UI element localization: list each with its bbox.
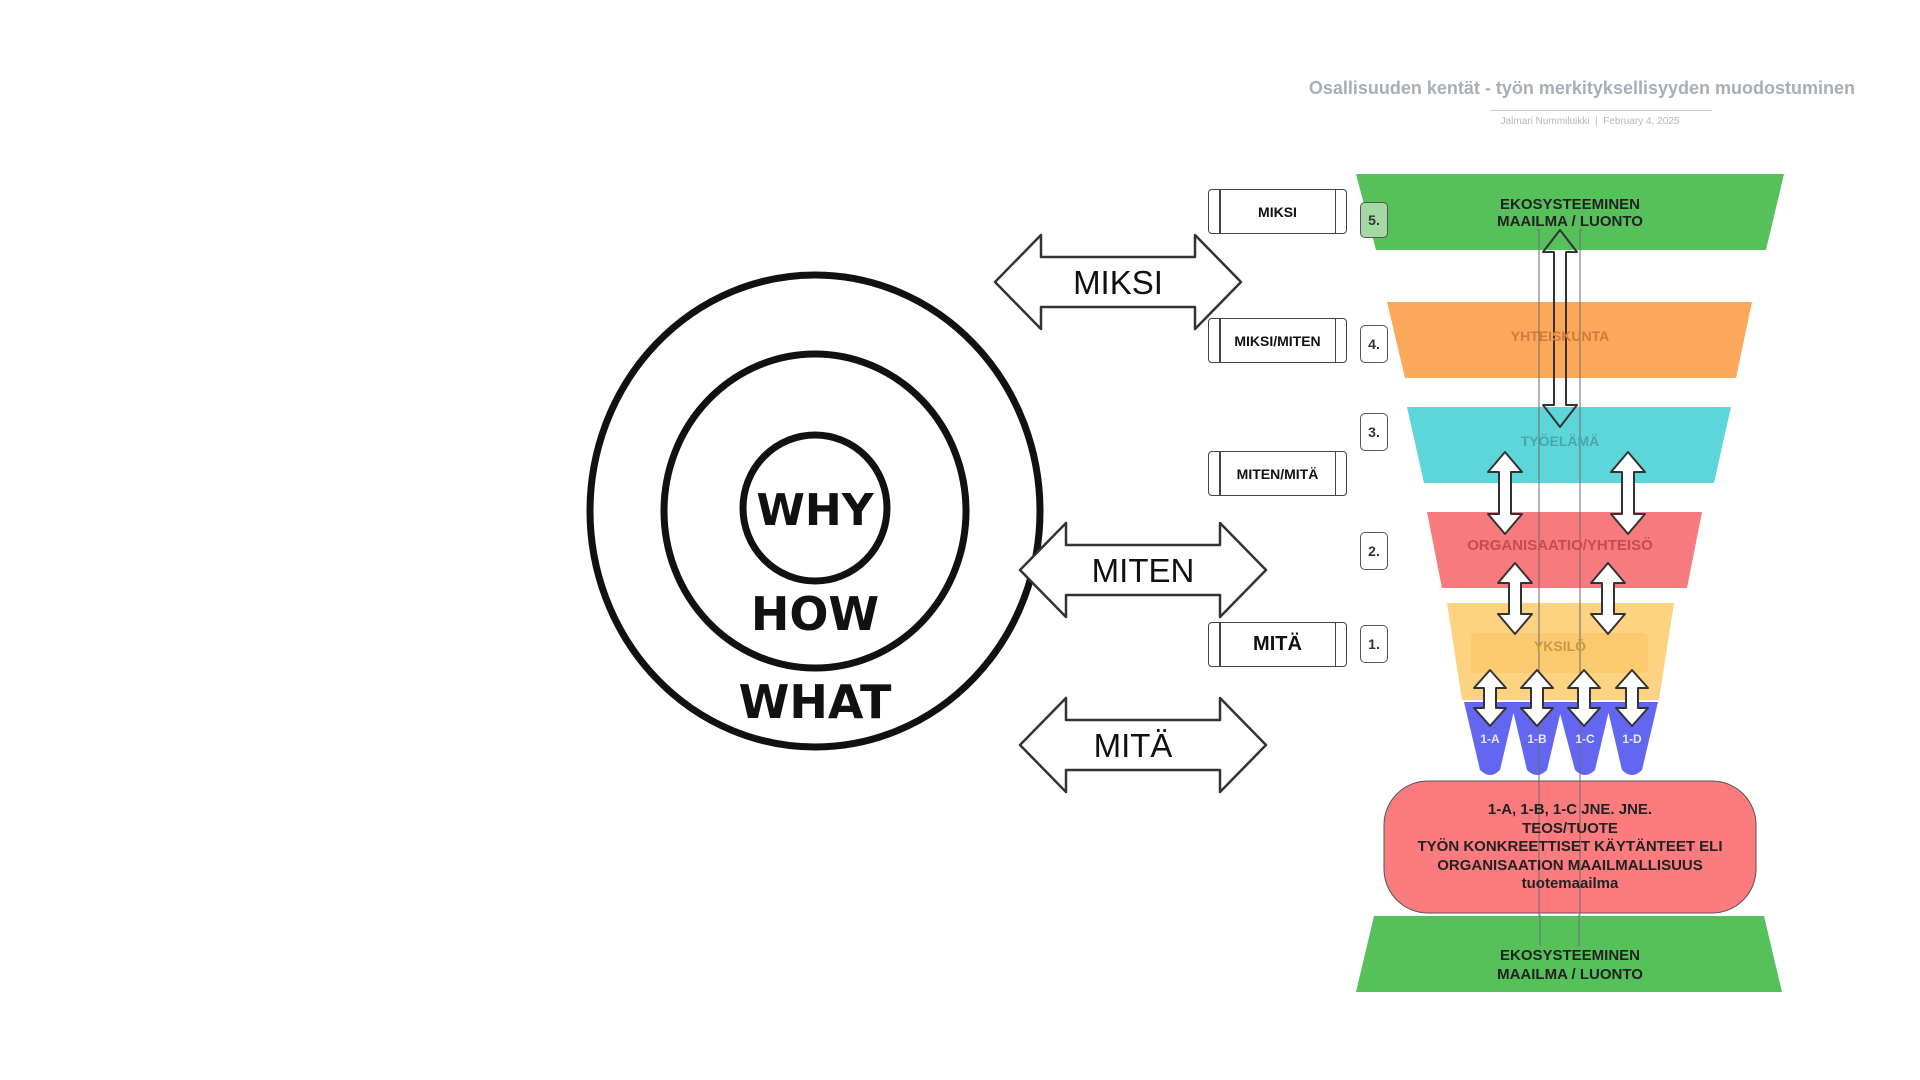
miksi-arrow-label: MIKSI — [1073, 264, 1163, 301]
miten-double-arrow — [1018, 521, 1268, 619]
how-label: HOW — [751, 587, 879, 641]
small-double-arrow-7 — [1567, 669, 1601, 727]
product-line-3: TYÖN KONKREETTISET KÄYTÄNTEET ELI — [1417, 838, 1723, 856]
individual-label: YKSILÖ — [1533, 638, 1587, 654]
inner-circle — [739, 431, 891, 585]
cone-label-1c: 1-C — [1575, 732, 1595, 746]
miten-arrow-label: MITEN — [1092, 552, 1195, 589]
cone-label-1b: 1-B — [1527, 732, 1547, 746]
document-date: February 4, 2025 — [1603, 116, 1680, 127]
author-name: Jalmari Nummiluikki — [1500, 116, 1590, 127]
small-double-arrow-2 — [1610, 451, 1646, 535]
small-double-arrow-8 — [1615, 669, 1649, 727]
cone-1b — [1511, 702, 1563, 775]
ecosystem-bottom-layer — [1356, 916, 1782, 992]
product-line-4: ORGANISAATION MAAILMALLISUUS — [1437, 856, 1703, 874]
cone-1a — [1464, 702, 1516, 775]
organisation-layer — [1427, 512, 1702, 588]
cone-label-1d: 1-D — [1622, 732, 1642, 746]
individual-highlight — [1471, 633, 1648, 673]
society-label: YHTEISKUNTA — [1510, 328, 1610, 344]
society-layer — [1387, 302, 1752, 378]
level-tag-4: 4. — [1360, 325, 1388, 363]
level-tag-1: 1. — [1360, 625, 1388, 663]
page-title: Osallisuuden kentät - työn merkitykselli… — [1308, 78, 1855, 98]
miksi-double-arrow — [993, 233, 1243, 331]
small-double-arrow-1 — [1487, 451, 1523, 535]
product-line-1: 1-A, 1-B, 1-C JNE. JNE. — [1487, 801, 1653, 819]
organisation-label: ORGANISAATIO/YHTEISÖ — [1467, 536, 1653, 554]
connector-line-left — [1537, 229, 1541, 946]
outer-circle — [586, 271, 1044, 751]
small-double-arrow-3 — [1497, 562, 1533, 635]
middle-circle — [660, 350, 970, 672]
small-double-arrow-6 — [1520, 669, 1554, 727]
level-tag-2: 2. — [1360, 532, 1388, 570]
ecosystem-bottom-label: EKOSYSTEEMINEN MAAILMA / LUONTO — [1497, 947, 1643, 983]
cone-1c — [1557, 702, 1611, 775]
long-double-arrow — [1542, 229, 1578, 428]
cone-1d — [1606, 702, 1658, 775]
byline: Jalmari Nummiluikki | February 4, 2025 — [1500, 116, 1680, 127]
what-label: WHAT — [739, 675, 892, 729]
ecosystem-top-label: EKOSYSTEEMINEN MAAILMA / LUONTO — [1497, 196, 1643, 230]
why-label: WHY — [756, 485, 874, 536]
level-tag-3: 3. — [1360, 413, 1388, 451]
level-box-miten-mita: MITEN/MITÄ — [1208, 451, 1347, 496]
connector-line-right — [1578, 229, 1582, 946]
level-box-mita: MITÄ — [1208, 622, 1347, 667]
small-double-arrow-4 — [1590, 562, 1626, 635]
mita-double-arrow — [1018, 696, 1268, 794]
level-tag-5: 5. — [1360, 202, 1388, 238]
working-life-layer — [1407, 407, 1731, 483]
product-line-2: TEOS/TUOTE — [1522, 819, 1618, 837]
level-box-miksi: MIKSI — [1208, 189, 1347, 234]
product-line-5: tuotemaailma — [1521, 875, 1619, 893]
golden-circle — [586, 271, 1044, 751]
cone-label-1a: 1-A — [1480, 732, 1500, 746]
mita-arrow-label: MITÄ — [1094, 727, 1173, 764]
level-box-miksi-miten: MIKSI/MITEN — [1208, 318, 1347, 363]
title-divider — [1490, 110, 1712, 111]
product-box-text: 1-A, 1-B, 1-C JNE. JNE. TEOS/TUOTE TYÖN … — [1390, 790, 1750, 905]
product-box — [1383, 780, 1757, 914]
ecosystem-top-layer — [1356, 174, 1784, 250]
small-double-arrow-5 — [1473, 669, 1507, 727]
working-life-label: TYÖELÄMÄ — [1520, 433, 1600, 449]
